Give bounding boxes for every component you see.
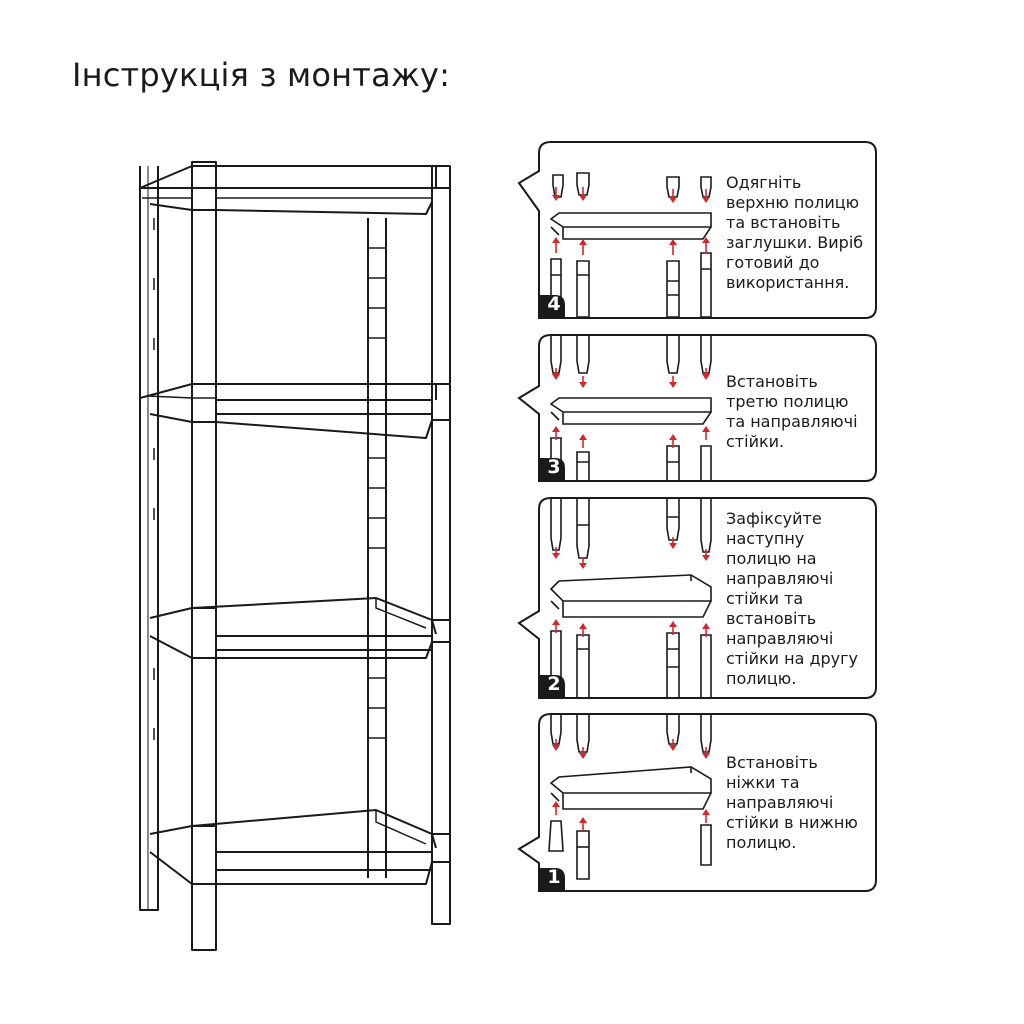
step-text-line: Одягніть (726, 173, 802, 192)
step-text-line: направляючі (726, 793, 834, 812)
step-3-illustration (517, 334, 877, 482)
page-title: Інструкція з монтажу: (72, 56, 451, 94)
step-card-3: 3 Встановіть третю полицю та направляючі… (515, 334, 877, 482)
step-number-badge: 4 (547, 293, 561, 315)
step-text-line: Зафіксуйте (726, 509, 822, 528)
step-text-line: та встановіть (726, 213, 841, 232)
step-card-1: 1 Встановіть ніжки та направляючі стійки… (515, 713, 877, 892)
step-text-line: ніжки та (726, 773, 800, 792)
step-text-line: готовий до (726, 253, 820, 272)
step-text-line: наступну (726, 529, 805, 548)
step-text-line: направляючі (726, 629, 834, 648)
step-description: Зафіксуйте наступну полицю на направляюч… (726, 509, 871, 689)
step-text-line: направляючі (726, 569, 834, 588)
step-description: Одягніть верхню полицю та встановіть заг… (726, 173, 871, 293)
step-text-line: полицю. (726, 669, 797, 688)
step-text-line: полицю. (726, 833, 797, 852)
step-1-illustration (517, 713, 877, 892)
step-text-line: стійки в нижню (726, 813, 858, 832)
step-description: Встановіть третю полицю та направляючі с… (726, 372, 871, 452)
step-text-line: стійки на другу (726, 649, 859, 668)
step-text-line: та направляючі (726, 412, 858, 431)
step-text-line: заглушки. Виріб (726, 233, 864, 252)
step-text-line: стійки та (726, 589, 804, 608)
step-card-4: 4 Одягніть верхню полицю та встановіть з… (515, 141, 877, 319)
step-text-line: Встановіть (726, 372, 818, 391)
step-2-illustration (517, 497, 877, 699)
step-4-illustration (517, 141, 877, 319)
step-text-line: верхню полицю (726, 193, 860, 212)
step-text-line: стійки. (726, 432, 785, 451)
step-text-line: третю полицю (726, 392, 849, 411)
step-text-line: Встановіть (726, 753, 818, 772)
step-text-line: встановіть (726, 609, 817, 628)
step-text-line: полицю на (726, 549, 817, 568)
step-card-2: 2 Зафіксуйте наступну полицю на направля… (515, 497, 877, 699)
assembled-shelf-illustration (139, 161, 451, 951)
step-number-badge: 2 (547, 673, 561, 695)
step-number-badge: 3 (547, 456, 561, 478)
step-text-line: використання. (726, 273, 850, 292)
step-number-badge: 1 (547, 866, 561, 888)
step-description: Встановіть ніжки та направляючі стійки в… (726, 753, 871, 853)
